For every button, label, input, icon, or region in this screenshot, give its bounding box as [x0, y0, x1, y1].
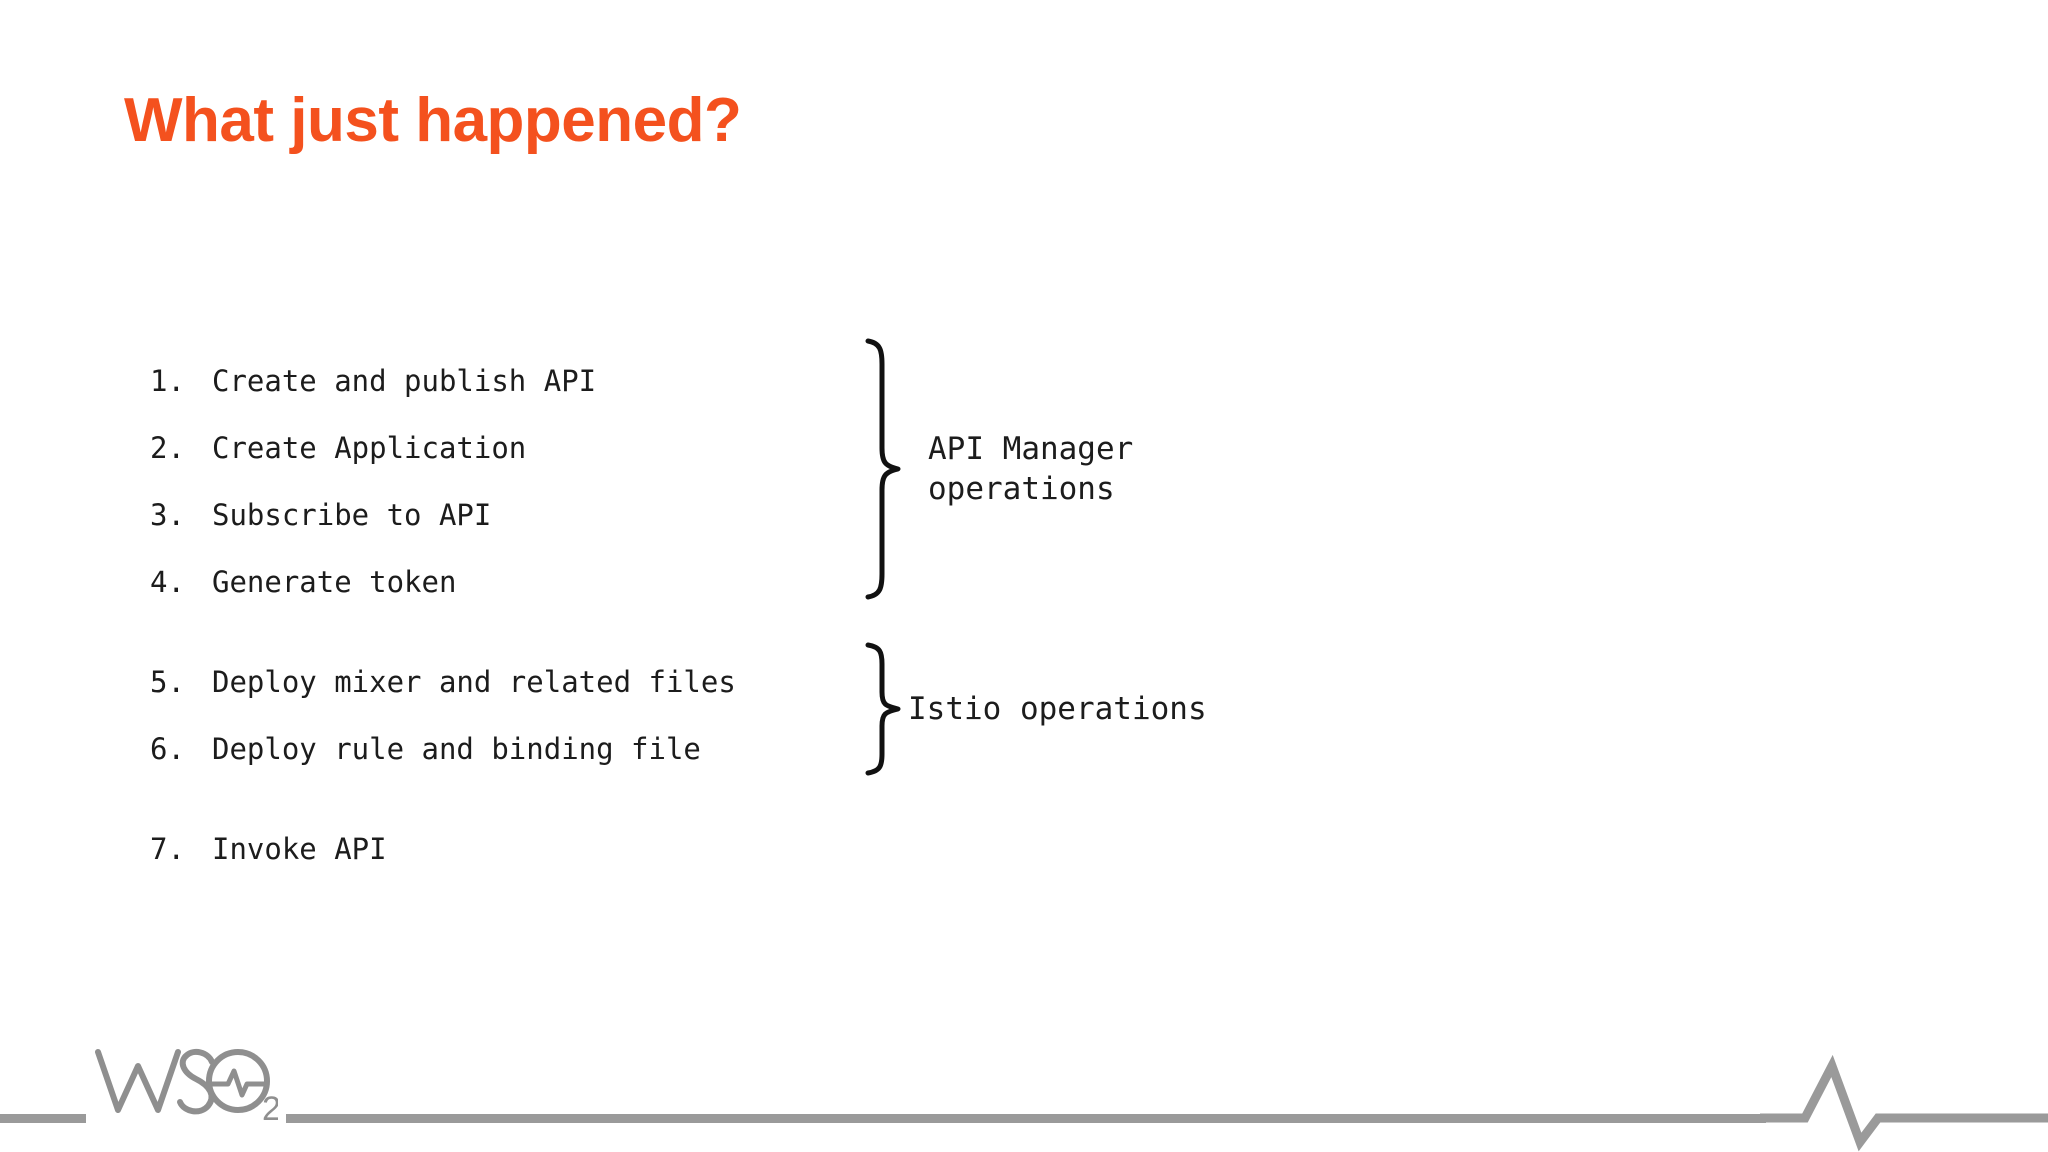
step-group-invoke: 7. Invoke API: [150, 816, 850, 883]
footer-rule-left: [0, 1114, 86, 1123]
list-item: 3. Subscribe to API: [150, 482, 850, 549]
group-spacer: [150, 616, 850, 649]
step-number: 1.: [150, 364, 185, 398]
step-label: Create Application: [212, 431, 527, 465]
page-title: What just happened?: [124, 86, 742, 155]
step-label: Generate token: [212, 565, 457, 599]
step-number: 7.: [150, 832, 185, 866]
step-group-api-manager: 1. Create and publish API 2. Create Appl…: [150, 348, 850, 616]
group-spacer: [150, 783, 850, 816]
step-group-istio: 5. Deploy mixer and related files 6. Dep…: [150, 649, 850, 783]
list-item: 7. Invoke API: [150, 816, 850, 883]
step-number: 6.: [150, 732, 185, 766]
wso2-logo-subscript: 2: [262, 1090, 278, 1124]
heartbeat-line-icon: [1760, 1052, 2048, 1152]
curly-brace-icon-istio: [862, 642, 914, 776]
curly-brace-icon-api-manager: [862, 338, 914, 600]
step-number: 2.: [150, 431, 185, 465]
step-label: Deploy mixer and related files: [212, 665, 736, 699]
step-label: Deploy rule and binding file: [212, 732, 701, 766]
step-number: 4.: [150, 565, 185, 599]
list-item: 4. Generate token: [150, 549, 850, 616]
wso2-logo: 2: [92, 1040, 278, 1124]
group-label-istio: Istio operations: [908, 691, 1207, 727]
step-label: Invoke API: [212, 832, 387, 866]
list-item: 6. Deploy rule and binding file: [150, 716, 850, 783]
list-item: 1. Create and publish API: [150, 348, 850, 415]
footer-rule-right: [286, 1114, 1766, 1123]
group-label-api-manager: API Manager operations: [928, 431, 1134, 507]
step-label: Create and publish API: [212, 364, 597, 398]
step-label: Subscribe to API: [212, 498, 492, 532]
step-number: 5.: [150, 665, 185, 699]
list-item: 5. Deploy mixer and related files: [150, 649, 850, 716]
steps-list: 1. Create and publish API 2. Create Appl…: [150, 348, 850, 883]
list-item: 2. Create Application: [150, 415, 850, 482]
step-number: 3.: [150, 498, 185, 532]
